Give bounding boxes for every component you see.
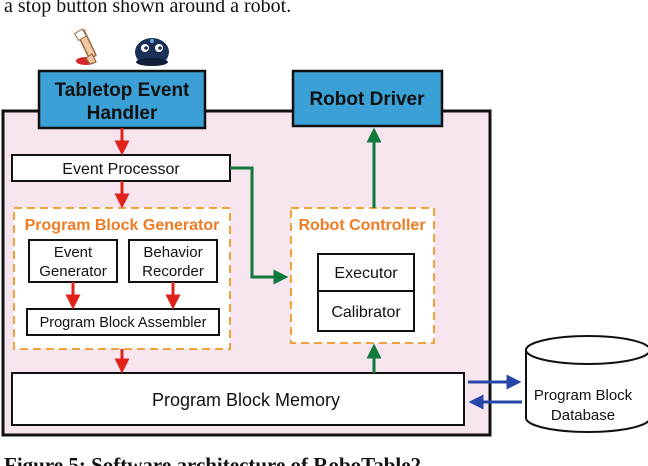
caption-top: a stop button shown around a robot. (4, 0, 291, 17)
event-generator-box (28, 239, 118, 283)
event-generator-label-line2: Generator (39, 263, 107, 280)
executor-label: Executor (334, 265, 398, 282)
event-generator-label-line1: Event (54, 244, 93, 261)
program-block-database (525, 335, 648, 433)
robot-controller-label: Robot Controller (298, 217, 425, 234)
behavior-recorder-label-line2: Recorder (142, 263, 204, 280)
behavior-recorder-label-line1: Behavior (143, 244, 202, 261)
program-block-database-label-line1: Program Block (534, 387, 633, 404)
figure-caption: Figure 5: Software architecture of RoboT… (4, 453, 421, 466)
calibrator-label: Calibrator (331, 304, 401, 321)
robot-driver-box (291, 69, 444, 128)
behavior-recorder-box (128, 239, 218, 283)
program-block-generator-label: Program Block Generator (25, 217, 220, 234)
program-block-assembler-box (26, 308, 220, 336)
program-block-assembler-label: Program Block Assembler (40, 315, 207, 331)
robot-icon (135, 38, 169, 66)
finger-touch-icon (73, 28, 97, 65)
tabletop-event-handler-label-line2: Handler (87, 103, 158, 124)
program-block-memory-box (11, 372, 465, 426)
program-block-database-label-line2: Database (551, 407, 615, 424)
calibrator-box (317, 290, 415, 332)
robot-driver-label: Robot Driver (309, 89, 425, 110)
tabletop-event-handler-label-line1: Tabletop Event (55, 80, 190, 101)
arrow-processor-to-controller (230, 166, 289, 285)
program-block-memory-label: Program Block Memory (152, 390, 340, 410)
event-processor-label: Event Processor (62, 161, 180, 178)
